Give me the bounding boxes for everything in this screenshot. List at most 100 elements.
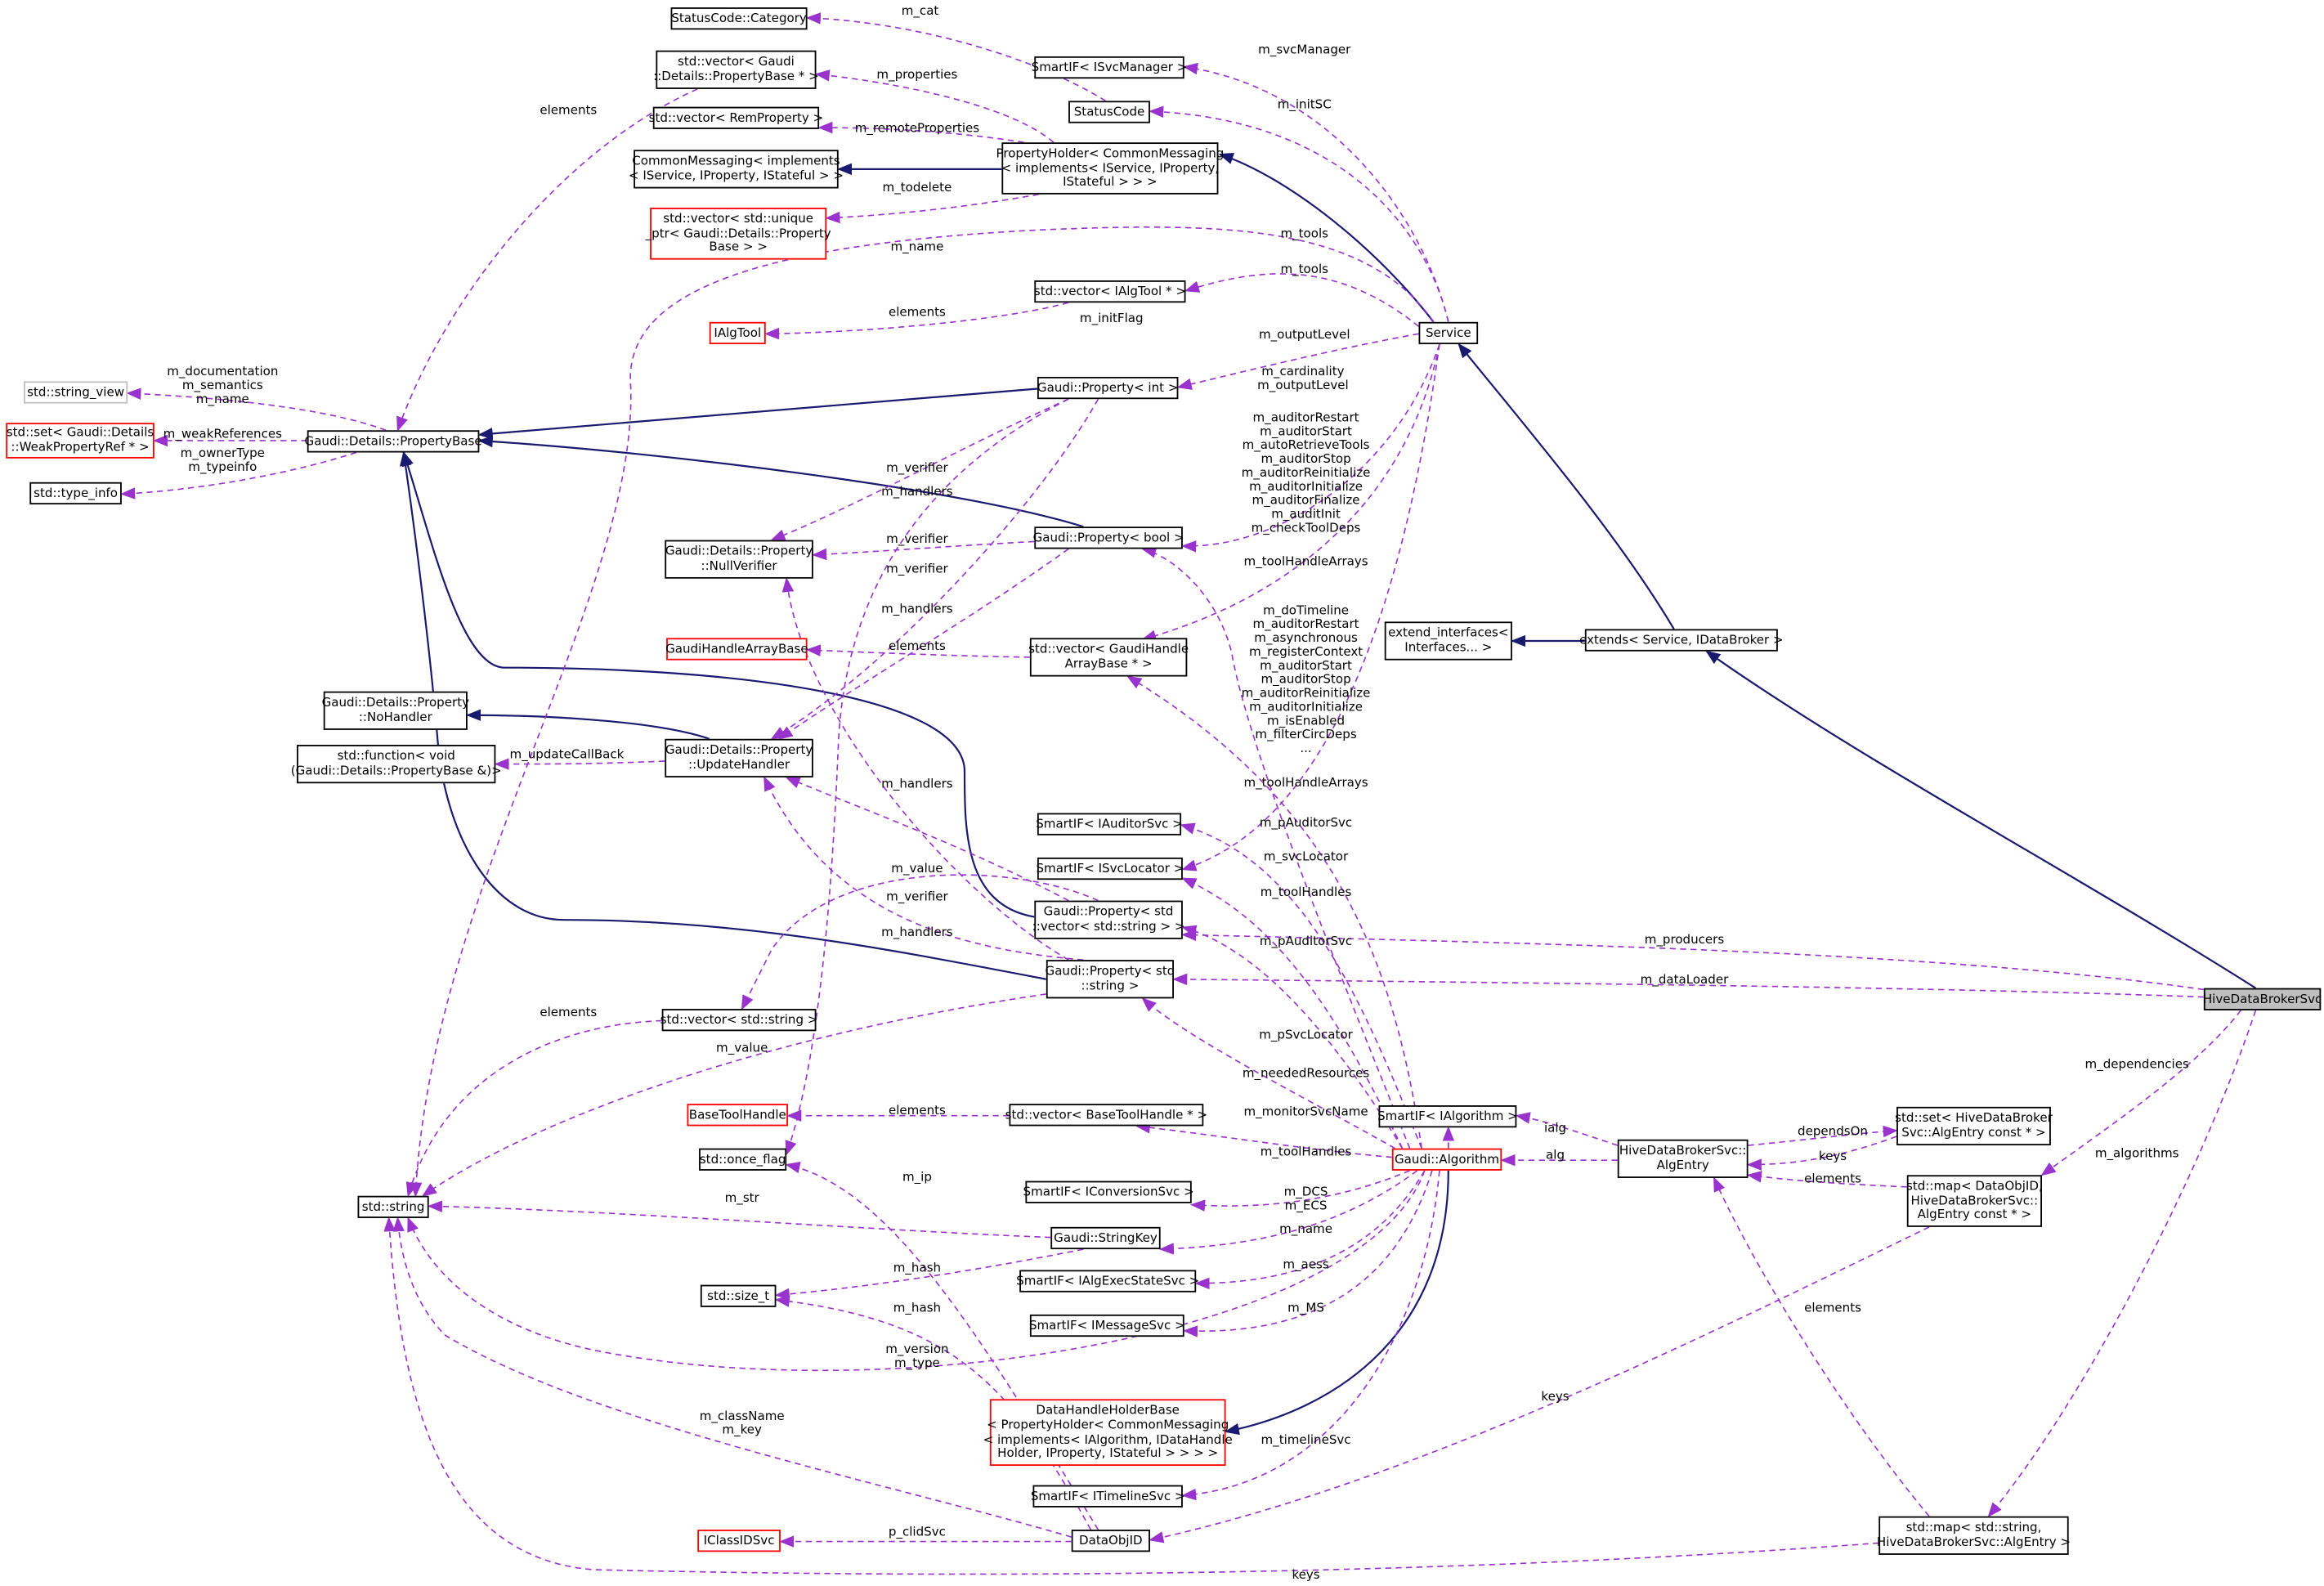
node-std-string[interactable]: std::string [357,1195,429,1218]
edge-label-m-MS: m_MS [1287,1300,1324,1315]
node-smartif-ialgorithm[interactable]: SmartIF< IAlgorithm > [1377,1105,1518,1128]
use-vecstring-stdstring [405,1019,662,1198]
node-property-vector-string[interactable]: Gaudi::Property< std ::vector< std::stri… [1032,900,1185,939]
node-smartif-isvcmanager[interactable]: SmartIF< ISvcManager > [1032,56,1187,79]
node-extends[interactable]: extends< Service, IDataBroker > [1579,629,1784,652]
use-bool-nullverifier [812,540,1035,561]
use-algorithm-string [1141,997,1395,1149]
node-size-t[interactable]: std::size_t [700,1284,777,1307]
node-vector-ialgtool[interactable]: std::vector< IAlgTool * > [1034,280,1186,303]
node-datahandleholderbase[interactable]: DataHandleHolderBase < PropertyHolder< C… [983,1399,1233,1467]
edge-label-m-value-1: m_value [891,861,943,876]
node-set-weakpropertyref[interactable]: std::set< Gaudi::Details ::WeakPropertyR… [6,423,154,459]
edge-label-m-dependencies: m_dependencies [2085,1057,2189,1073]
use-propertyholder-vecunique [825,193,1039,224]
node-propertyholder[interactable]: PropertyHolder< CommonMessaging < implem… [996,142,1224,195]
node-string-view[interactable]: std::string_view [24,381,128,404]
edge-label-m-value-2: m_value [716,1041,768,1056]
node-smartif-isvclocator[interactable]: SmartIF< ISvcLocator > [1036,857,1184,880]
use-statuscode-category [805,12,1106,102]
use-propertyholder-vecpropbase [814,69,1055,143]
use-service-statuscode [1149,105,1449,323]
node-updatehandler[interactable]: Gaudi::Details::Property ::UpdateHandler [665,738,813,777]
node-algentry[interactable]: HiveDataBrokerSvc:: AlgEntry [1617,1139,1749,1178]
use-algorithm-vecgaudihandle [1126,675,1422,1149]
node-extend-interfaces[interactable]: extend_interfaces< Interfaces... > [1384,621,1512,661]
node-nullverifier[interactable]: Gaudi::Details::Property ::NullVerifier [665,540,813,579]
node-smartif-itimelinesvc[interactable]: SmartIF< ITimelineSvc > [1031,1485,1185,1508]
node-vector-propertybase[interactable]: std::vector< Gaudi ::Details::PropertyBa… [653,50,819,89]
use-vecgaudihandle-gaudihandlearray [805,644,1030,658]
node-map-string-algentry[interactable]: std::map< std::string, HiveDataBrokerSvc… [1877,1516,2071,1555]
node-propertybase[interactable]: Gaudi::Details::PropertyBase [305,430,482,453]
edge-label-m-monitorSvcName: m_monitorSvcName [1243,1104,1368,1120]
inherit-extends-service [1458,343,1675,630]
use-int-updatehandler [770,398,1099,740]
edge-label-elements-2: elements [889,305,946,320]
use-algorithm-timeline [1181,1170,1440,1501]
use-algorithm-vecbasetool [1135,1122,1392,1158]
edge-label-m-handlers-4: m_handlers [881,925,953,940]
use-dataobjid-onceflag [785,1161,1099,1530]
node-smartif-iconversionsvc[interactable]: SmartIF< IConversionSvc > [1023,1181,1194,1203]
node-stringkey[interactable]: Gaudi::StringKey [1050,1226,1161,1250]
use-string-nullverifier [781,576,1069,961]
node-service[interactable]: Service [1418,321,1479,345]
edge-label-keys-3: keys [1292,1567,1319,1582]
node-vector-gaudihandlearraybase[interactable]: std::vector< GaudiHandle ArrayBase * > [1028,638,1189,677]
use-algorithm-iauditorsvc [1180,822,1422,1149]
edge-label-m-hash-2: m_hash [893,1300,941,1315]
node-property-string[interactable]: Gaudi::Property< std ::string > [1046,960,1175,999]
node-smartif-ialgexecstatesvc[interactable]: SmartIF< IAlgExecStateSvc > [1016,1270,1199,1293]
edge-label-alg: alg [1546,1147,1565,1162]
node-gaudihandlearraybase[interactable]: GaudiHandleArrayBase [665,638,808,661]
use-dataobjid-stdstring [392,1216,1072,1538]
node-vector-remproperty[interactable]: std::vector< RemProperty > [649,106,823,129]
node-gaudi-algorithm[interactable]: Gaudi::Algorithm [1391,1148,1502,1171]
node-ialgtool[interactable]: IAlgTool [709,321,766,345]
node-function-void[interactable]: std::function< void (Gaudi::Details::Pro… [291,745,502,784]
use-algentry-smartifialg [1515,1112,1619,1146]
node-vector-basetoolhandle[interactable]: std::vector< BaseToolHandle * > [1005,1104,1207,1127]
edge-label-m-svcLocator: m_svcLocator [1264,849,1349,865]
node-property-bool[interactable]: Gaudi::Property< bool > [1033,526,1184,549]
use-algorithm-conversion [1189,1170,1410,1212]
edge-label-p-clidSvc: p_clidSvc [889,1524,946,1539]
node-vector-string[interactable]: std::vector< std::string > [660,1009,817,1032]
use-mapdataobjid-algentry [1746,1171,1907,1188]
edge-label-m-producers: m_producers [1645,932,1725,948]
node-type-info[interactable]: std::type_info [29,482,122,505]
use-propertybase-stringview [126,388,387,432]
node-nohandler[interactable]: Gaudi::Details::Property ::NoHandler [322,691,469,730]
edge-label-m-toolHandles-2: m_toolHandles [1261,1145,1352,1160]
node-iclassidsvc[interactable]: IClassIDSvc [697,1530,781,1552]
node-smartif-imessagesvc[interactable]: SmartIF< IMessageSvc > [1029,1314,1185,1337]
node-vector-unique-ptr[interactable]: std::vector< std::unique _ptr< Gaudi::De… [646,208,831,260]
use-hive-string [1172,973,2204,998]
node-statuscode[interactable]: StatusCode [1068,101,1150,123]
use-vecstring-vecstringprop [741,874,1099,1010]
use-mapstring-stdstring [383,1216,1879,1575]
edge-label-m-toolHandleArrays-1: m_toolHandleArrays [1243,553,1368,569]
use-bool-updatehandler [777,548,1069,740]
edge-label-m-properties: m_properties [876,67,957,83]
node-once-flag[interactable]: std::once_flag [699,1148,787,1171]
node-commonmessaging[interactable]: CommonMessaging< implements < IService, … [629,150,844,189]
node-property-int[interactable]: Gaudi::Property< int > [1037,376,1178,400]
node-statuscode-category[interactable]: StatusCode::Category [670,7,808,30]
edge-label-m-tools-1: m_tools [1280,226,1328,241]
use-mapstring-algentry [1713,1176,1930,1517]
node-set-algentry[interactable]: std::set< HiveDataBroker Svc::AlgEntry c… [1895,1106,2053,1146]
node-smartif-iauditorsvc[interactable]: SmartIF< IAuditorSvc > [1036,813,1183,836]
node-map-dataobjid[interactable]: std::map< DataObjID, HiveDataBrokerSvc::… [1906,1175,2043,1227]
node-basetoolhandle[interactable]: BaseToolHandle [687,1104,788,1127]
node-dataobjid[interactable]: DataObjID [1071,1530,1150,1552]
use-vecialgtool-ialgtool [763,302,1069,340]
node-hivedatabrokersvc[interactable]: HiveDataBrokerSvc [2203,988,2322,1010]
edge-label-m-toolHandles-1: m_toolHandles [1261,885,1352,900]
